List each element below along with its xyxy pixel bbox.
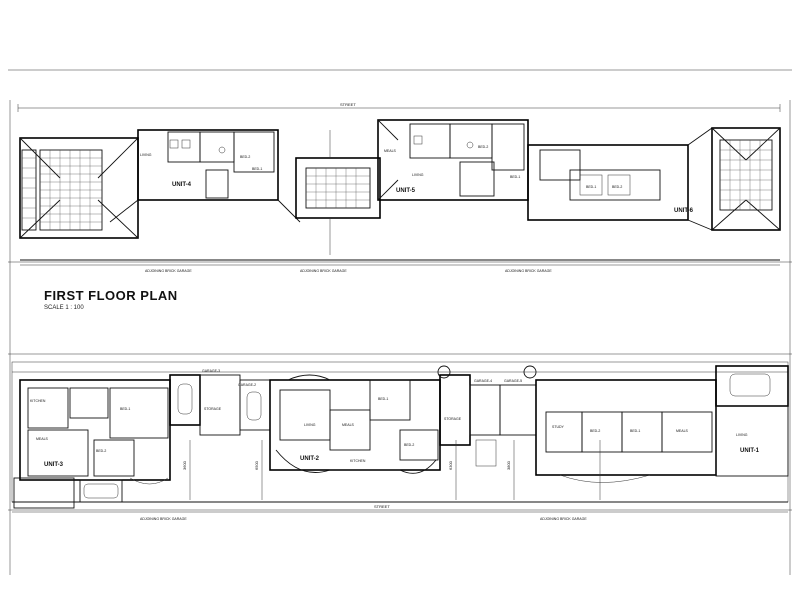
- room-kitchen-2: KITCHEN: [350, 459, 366, 463]
- unit-label-top-2: UNIT-6: [674, 208, 694, 214]
- dim-1: 3600: [182, 460, 187, 470]
- room-bed1-1: BED-1: [630, 429, 640, 433]
- room-living-4: LIVING: [140, 153, 152, 157]
- overall-dimension: STREET: [340, 102, 356, 107]
- room-garage4: GARAGE-4: [474, 379, 492, 383]
- room-bed2-6: BED-2: [612, 185, 622, 189]
- unit-6-block: UNIT-6 BED-1 BED-2: [527, 127, 713, 231]
- unit-2-block: UNIT-2 LIVING MEALS BED-1 BED-2 KITCHEN: [269, 374, 441, 474]
- room-bed2-1: BED-2: [590, 429, 600, 433]
- plan-title: FIRST FLOOR PLAN: [44, 288, 178, 303]
- room-kitchen-3: KITCHEN: [30, 399, 46, 403]
- plan-scale: SCALE 1 : 100: [44, 305, 84, 311]
- room-bed2-5: BED-2: [478, 145, 488, 149]
- unit-5-block: UNIT-5 MEALS LIVING BED-2 BED-1: [377, 119, 529, 201]
- unit-3-block: UNIT-3 MEALS KITCHEN BED-1 BED-2: [13, 379, 171, 509]
- lower-plan: UNIT-3 MEALS KITCHEN BED-1 BED-2 GARAGE-…: [11, 361, 789, 521]
- room-storage-2: STORAGE: [444, 417, 462, 421]
- garage-block-1: GARAGE-3 GARAGE-2 STORAGE: [169, 369, 271, 436]
- boundary-label-3: ADJOINING BRICK GARAGE: [505, 269, 552, 273]
- upper-plan: STREET: [17, 102, 781, 273]
- unit-4-block: UNIT-4 LIVING BED-2 BED-1: [109, 129, 301, 223]
- roof-left: [19, 137, 139, 239]
- room-storage-1: STORAGE: [204, 407, 222, 411]
- terrace-center: [295, 130, 381, 255]
- room-bed1-4: BED-1: [252, 167, 262, 171]
- room-living-1: LIVING: [736, 433, 748, 437]
- dim-2: 6500: [254, 460, 259, 470]
- roof-right: [711, 127, 781, 231]
- unit-1-block: UNIT-1 STUDY BED-2 BED-1 MEALS LIVING: [535, 365, 789, 483]
- room-meals-1: MEALS: [676, 429, 689, 433]
- room-bed1-6: BED-1: [586, 185, 596, 189]
- boundary-label-1: ADJOINING BRICK GARAGE: [145, 269, 192, 273]
- room-meals-2: MEALS: [342, 423, 355, 427]
- room-living-5: LIVING: [412, 173, 424, 177]
- street-label: STREET: [374, 504, 390, 509]
- room-garage2: GARAGE-2: [238, 383, 256, 387]
- room-bed2-4: BED-2: [240, 155, 250, 159]
- room-bed1-3: BED-1: [120, 407, 130, 411]
- dim-4: 3800: [506, 460, 511, 470]
- boundary-label-5: ADJOINING BRICK GARAGE: [540, 517, 587, 521]
- unit-label-top-1: UNIT-5: [396, 188, 416, 194]
- dim-3: 6300: [448, 460, 453, 470]
- room-meals-3: MEALS: [36, 437, 49, 441]
- unit-label-top-0: UNIT-4: [172, 182, 192, 188]
- room-bed1-2: BED-1: [378, 397, 388, 401]
- room-garage5: GARAGE-5: [504, 379, 522, 383]
- room-bed2-3: BED-2: [96, 449, 106, 453]
- unit-label-bottom-1: UNIT-2: [300, 456, 320, 462]
- drawing-frame: [8, 69, 792, 575]
- room-study-1: STUDY: [552, 425, 565, 429]
- room-garage3: GARAGE-3: [202, 369, 220, 373]
- unit-label-bottom-0: UNIT-3: [44, 462, 64, 468]
- garage-block-2: GARAGE-4 GARAGE-5 STORAGE: [437, 365, 537, 467]
- room-living-2: LIVING: [304, 423, 316, 427]
- dimension-markers: 3600 6500 6300 3800: [182, 440, 601, 500]
- boundary-label-2: ADJOINING BRICK GARAGE: [300, 269, 347, 273]
- unit-label-bottom-2: UNIT-1: [740, 448, 760, 454]
- room-bed2-2: BED-2: [404, 443, 414, 447]
- boundary-label-4: ADJOINING BRICK GARAGE: [140, 517, 187, 521]
- room-bed1-5: BED-1: [510, 175, 520, 179]
- room-meals-5: MEALS: [384, 149, 397, 153]
